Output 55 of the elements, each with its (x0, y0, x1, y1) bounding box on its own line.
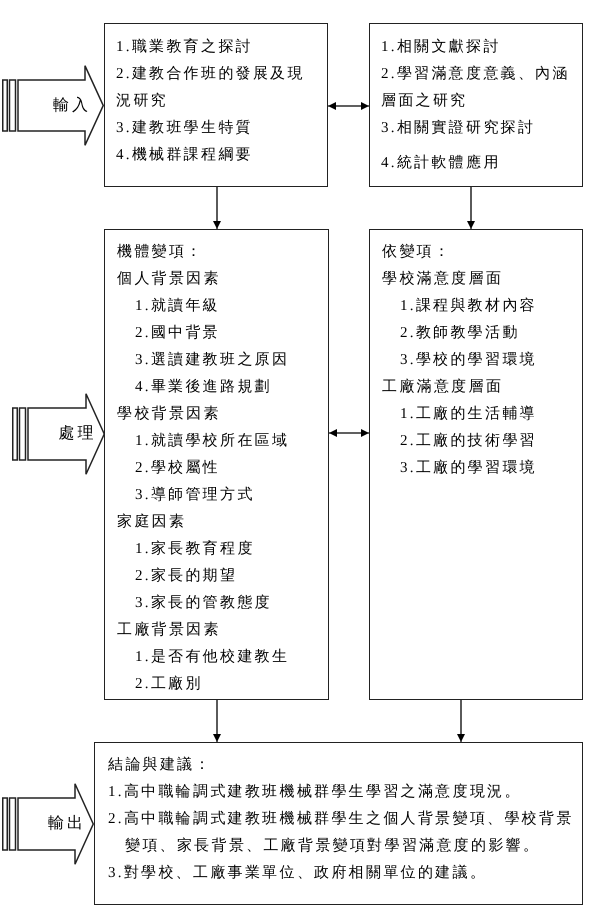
list-item: 2.學校屬性 (135, 458, 220, 478)
text-box (94, 742, 583, 905)
double-arrow (329, 429, 369, 437)
list-item: 4.畢業後進路規劃 (135, 378, 272, 396)
arrow (213, 187, 221, 229)
list-item: 2.工廠別 (135, 674, 203, 694)
subheading: 工廠滿意度層面 (382, 377, 504, 396)
subheading: 家庭因素 (117, 512, 186, 532)
block-arrow (12, 393, 105, 475)
list-item: 1.高中職輪調式建教班機械群學生學習之滿意度現況。 (108, 782, 522, 802)
list-item: 2.教師教學活動 (400, 324, 520, 342)
arrow-label: 輸入 (53, 96, 91, 116)
arrow-label: 處理 (58, 424, 96, 444)
list-item: 1.是否有他校建教生 (135, 648, 290, 666)
list-item: 2.國中背景 (135, 324, 220, 342)
list-item: 1.工廠的生活輔導 (400, 404, 537, 424)
list-item: 2.高中職輪調式建教班機械群學生之個人背景變項、學校背景變項、家長背景、工廠背景變項對學習滿意度的影響。 (108, 809, 575, 856)
list-item: 2.建教合作班的發展及現況研究 (116, 64, 306, 110)
list-item: 3.學校的學習環境 (400, 350, 537, 370)
list-item: 3.對學校、工廠事業單位、政府相關單位的建議。 (108, 863, 488, 882)
text-box (369, 229, 583, 700)
subheading: 工廠背景因素 (117, 620, 221, 640)
list-item: 4.機械群課程綱要 (116, 146, 253, 164)
subheading: 學校背景因素 (117, 404, 221, 424)
list-item: 3.家長的管教態度 (135, 593, 272, 612)
block-arrow (2, 65, 104, 146)
list-item: 1.家長教育程度 (135, 539, 255, 558)
arrow (467, 187, 475, 229)
block-arrow (2, 783, 94, 865)
subheading: 個人背景因素 (117, 270, 221, 288)
arrow-label: 輸出 (48, 814, 86, 834)
heading: 依變項： (382, 242, 452, 262)
list-item: 3.工廠的學習環境 (400, 458, 537, 478)
text-box (369, 23, 583, 187)
list-item: 1.相關文獻探討 (381, 38, 501, 56)
heading: 結論與建議： (108, 756, 212, 774)
list-item: 3.導師管理方式 (135, 485, 255, 504)
text-box (104, 23, 328, 187)
list-item: 4.統計軟體應用 (381, 154, 501, 172)
list-item: 1.職業教育之探討 (116, 37, 253, 56)
list-item: 3.選讀建教班之原因 (135, 350, 290, 370)
heading: 機體變項： (117, 242, 204, 262)
list-item: 1.就讀學校所在區域 (135, 432, 290, 450)
list-item: 3.相關實證研究探討 (381, 118, 536, 138)
double-arrow (328, 102, 369, 110)
text-box (104, 229, 329, 700)
subheading: 學校滿意度層面 (382, 269, 504, 288)
arrow (457, 700, 465, 742)
list-item: 2.工廠的技術學習 (400, 432, 537, 450)
list-item: 2.學習滿意度意義、內涵層面之研究 (381, 64, 571, 110)
list-item: 1.課程與教材內容 (400, 296, 537, 316)
list-item: 1.就讀年級 (135, 296, 220, 316)
list-item: 2.家長的期望 (135, 566, 238, 586)
list-item: 3.建教班學生特質 (116, 118, 253, 138)
arrow (213, 700, 221, 742)
